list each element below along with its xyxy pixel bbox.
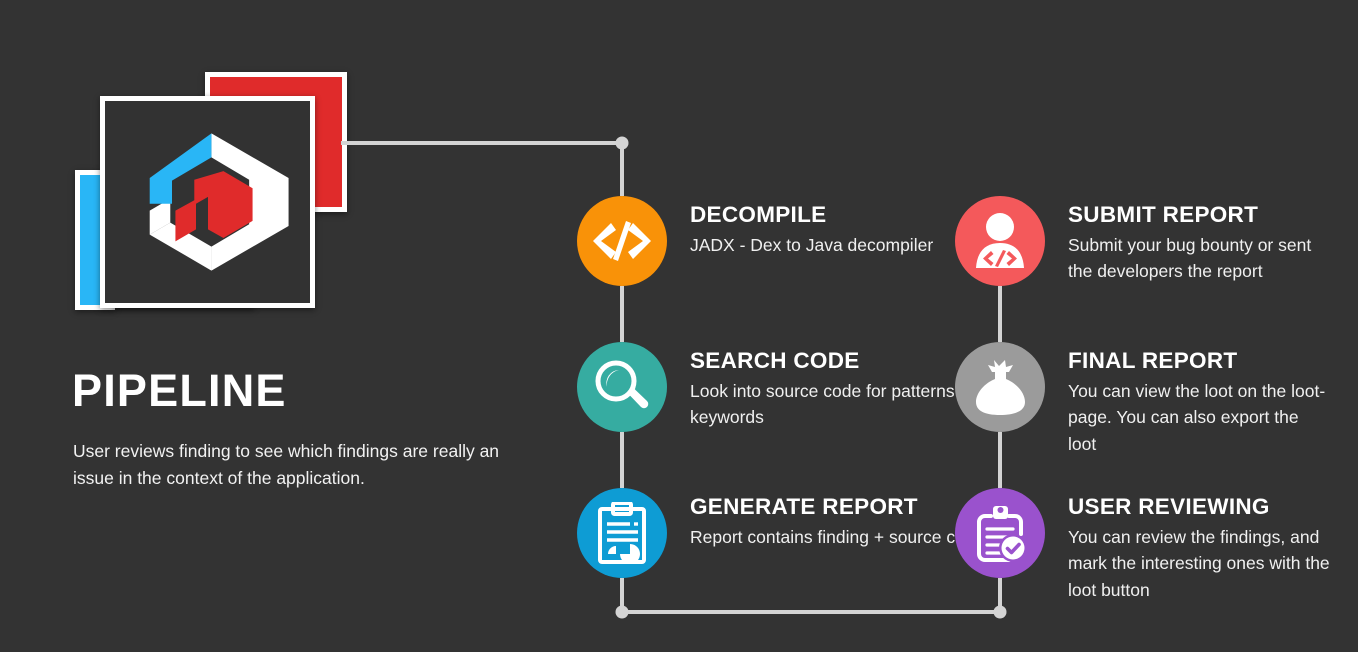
step-final-report[interactable]: FINAL REPORT You can view the loot on th… [955, 342, 1355, 457]
step-title-generate-report: GENERATE REPORT [690, 494, 918, 519]
clipboard-check-icon [977, 506, 1027, 562]
step-text-search-code: SEARCH CODE Look into source code for pa… [690, 342, 990, 431]
step-badge-search-code[interactable] [577, 342, 667, 432]
step-desc-decompile: JADX - Dex to Java decompiler [690, 235, 934, 256]
step-badge-final-report[interactable] [955, 342, 1045, 432]
joint-dot-bottom-right [993, 605, 1007, 619]
step-title-final-report: FINAL REPORT [1068, 348, 1238, 373]
step-title-search-code: SEARCH CODE [690, 348, 860, 373]
hexagon-code-key-logo [149, 133, 289, 271]
step-desc-final-report: You can view the loot on the loot-page. … [1068, 381, 1326, 454]
step-badge-decompile[interactable] [577, 196, 667, 286]
step-search-code[interactable]: SEARCH CODE Look into source code for pa… [577, 342, 989, 432]
step-text-decompile: DECOMPILE JADX - Dex to Java decompiler [690, 196, 990, 258]
step-desc-submit-report: Submit your bug bounty or sent the devel… [1068, 235, 1312, 282]
step-user-reviewing[interactable]: USER REVIEWING You can review the findin… [955, 488, 1355, 603]
step-badge-generate-report[interactable] [577, 488, 667, 578]
step-title-decompile: DECOMPILE [690, 202, 827, 227]
brand-area: PIPELINE User reviews finding to see whi… [0, 0, 560, 652]
step-title-submit-report: SUBMIT REPORT [1068, 202, 1259, 227]
joint-dot-top [615, 136, 629, 150]
money-bag-icon [976, 360, 1025, 415]
page-title: PIPELINE [72, 365, 287, 416]
step-submit-report[interactable]: SUBMIT REPORT Submit your bug bounty or … [955, 196, 1355, 286]
step-badge-submit-report[interactable] [955, 196, 1045, 286]
step-generate-report[interactable]: GENERATE REPORT Report contains finding … [577, 488, 984, 578]
brand-description: User reviews finding to see which findin… [73, 441, 500, 488]
step-text-submit-report: SUBMIT REPORT Submit your bug bounty or … [1068, 196, 1330, 285]
step-text-generate-report: GENERATE REPORT Report contains finding … [690, 488, 990, 550]
step-decompile[interactable]: DECOMPILE JADX - Dex to Java decompiler [577, 196, 957, 286]
magnifying-glass-icon [595, 360, 649, 409]
step-text-user-reviewing: USER REVIEWING You can review the findin… [1068, 488, 1330, 603]
clipboard-chart-icon [598, 502, 646, 564]
person-code-icon [976, 213, 1024, 268]
joint-dot-bottom-left [615, 605, 629, 619]
code-brackets-icon [593, 221, 651, 261]
step-desc-search-code: Look into source code for patterns and k… [690, 381, 989, 428]
step-badge-user-reviewing[interactable] [955, 488, 1045, 578]
step-desc-generate-report: Report contains finding + source code [690, 527, 985, 548]
logo-card-stack [72, 70, 362, 350]
step-text-final-report: FINAL REPORT You can view the loot on th… [1068, 342, 1330, 457]
step-desc-user-reviewing: You can review the findings, and mark th… [1068, 527, 1330, 600]
step-title-user-reviewing: USER REVIEWING [1068, 494, 1270, 519]
main-card [100, 96, 315, 308]
